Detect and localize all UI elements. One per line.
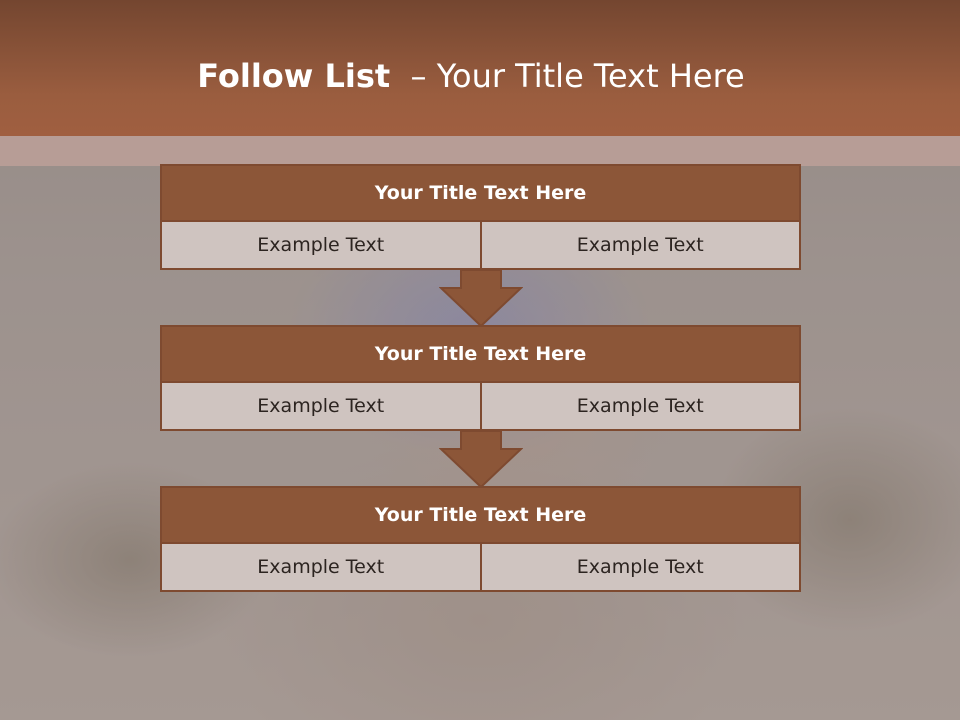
block-row: Example Text Example Text bbox=[162, 222, 799, 268]
down-arrow-icon bbox=[439, 270, 523, 328]
block-row: Example Text Example Text bbox=[162, 544, 799, 590]
follow-block-2: Your Title Text Here Example Text Exampl… bbox=[160, 325, 801, 431]
slide-title: Follow List – Your Title Text Here bbox=[0, 56, 942, 96]
block-cell-right: Example Text bbox=[481, 544, 799, 590]
down-arrow-icon bbox=[439, 431, 523, 489]
block-cell-left: Example Text bbox=[162, 383, 482, 429]
header-band bbox=[0, 136, 960, 166]
follow-block-1: Your Title Text Here Example Text Exampl… bbox=[160, 164, 801, 270]
block-title: Your Title Text Here bbox=[162, 166, 799, 222]
slide-title-strong: Follow List bbox=[197, 57, 391, 95]
follow-block-3: Your Title Text Here Example Text Exampl… bbox=[160, 486, 801, 592]
block-title: Your Title Text Here bbox=[162, 327, 799, 383]
block-title: Your Title Text Here bbox=[162, 488, 799, 544]
block-row: Example Text Example Text bbox=[162, 383, 799, 429]
block-cell-left: Example Text bbox=[162, 222, 482, 268]
header-bar bbox=[0, 0, 960, 136]
slide-title-rest: – Your Title Text Here bbox=[390, 57, 745, 95]
block-cell-right: Example Text bbox=[481, 222, 799, 268]
block-cell-right: Example Text bbox=[481, 383, 799, 429]
block-cell-left: Example Text bbox=[162, 544, 482, 590]
